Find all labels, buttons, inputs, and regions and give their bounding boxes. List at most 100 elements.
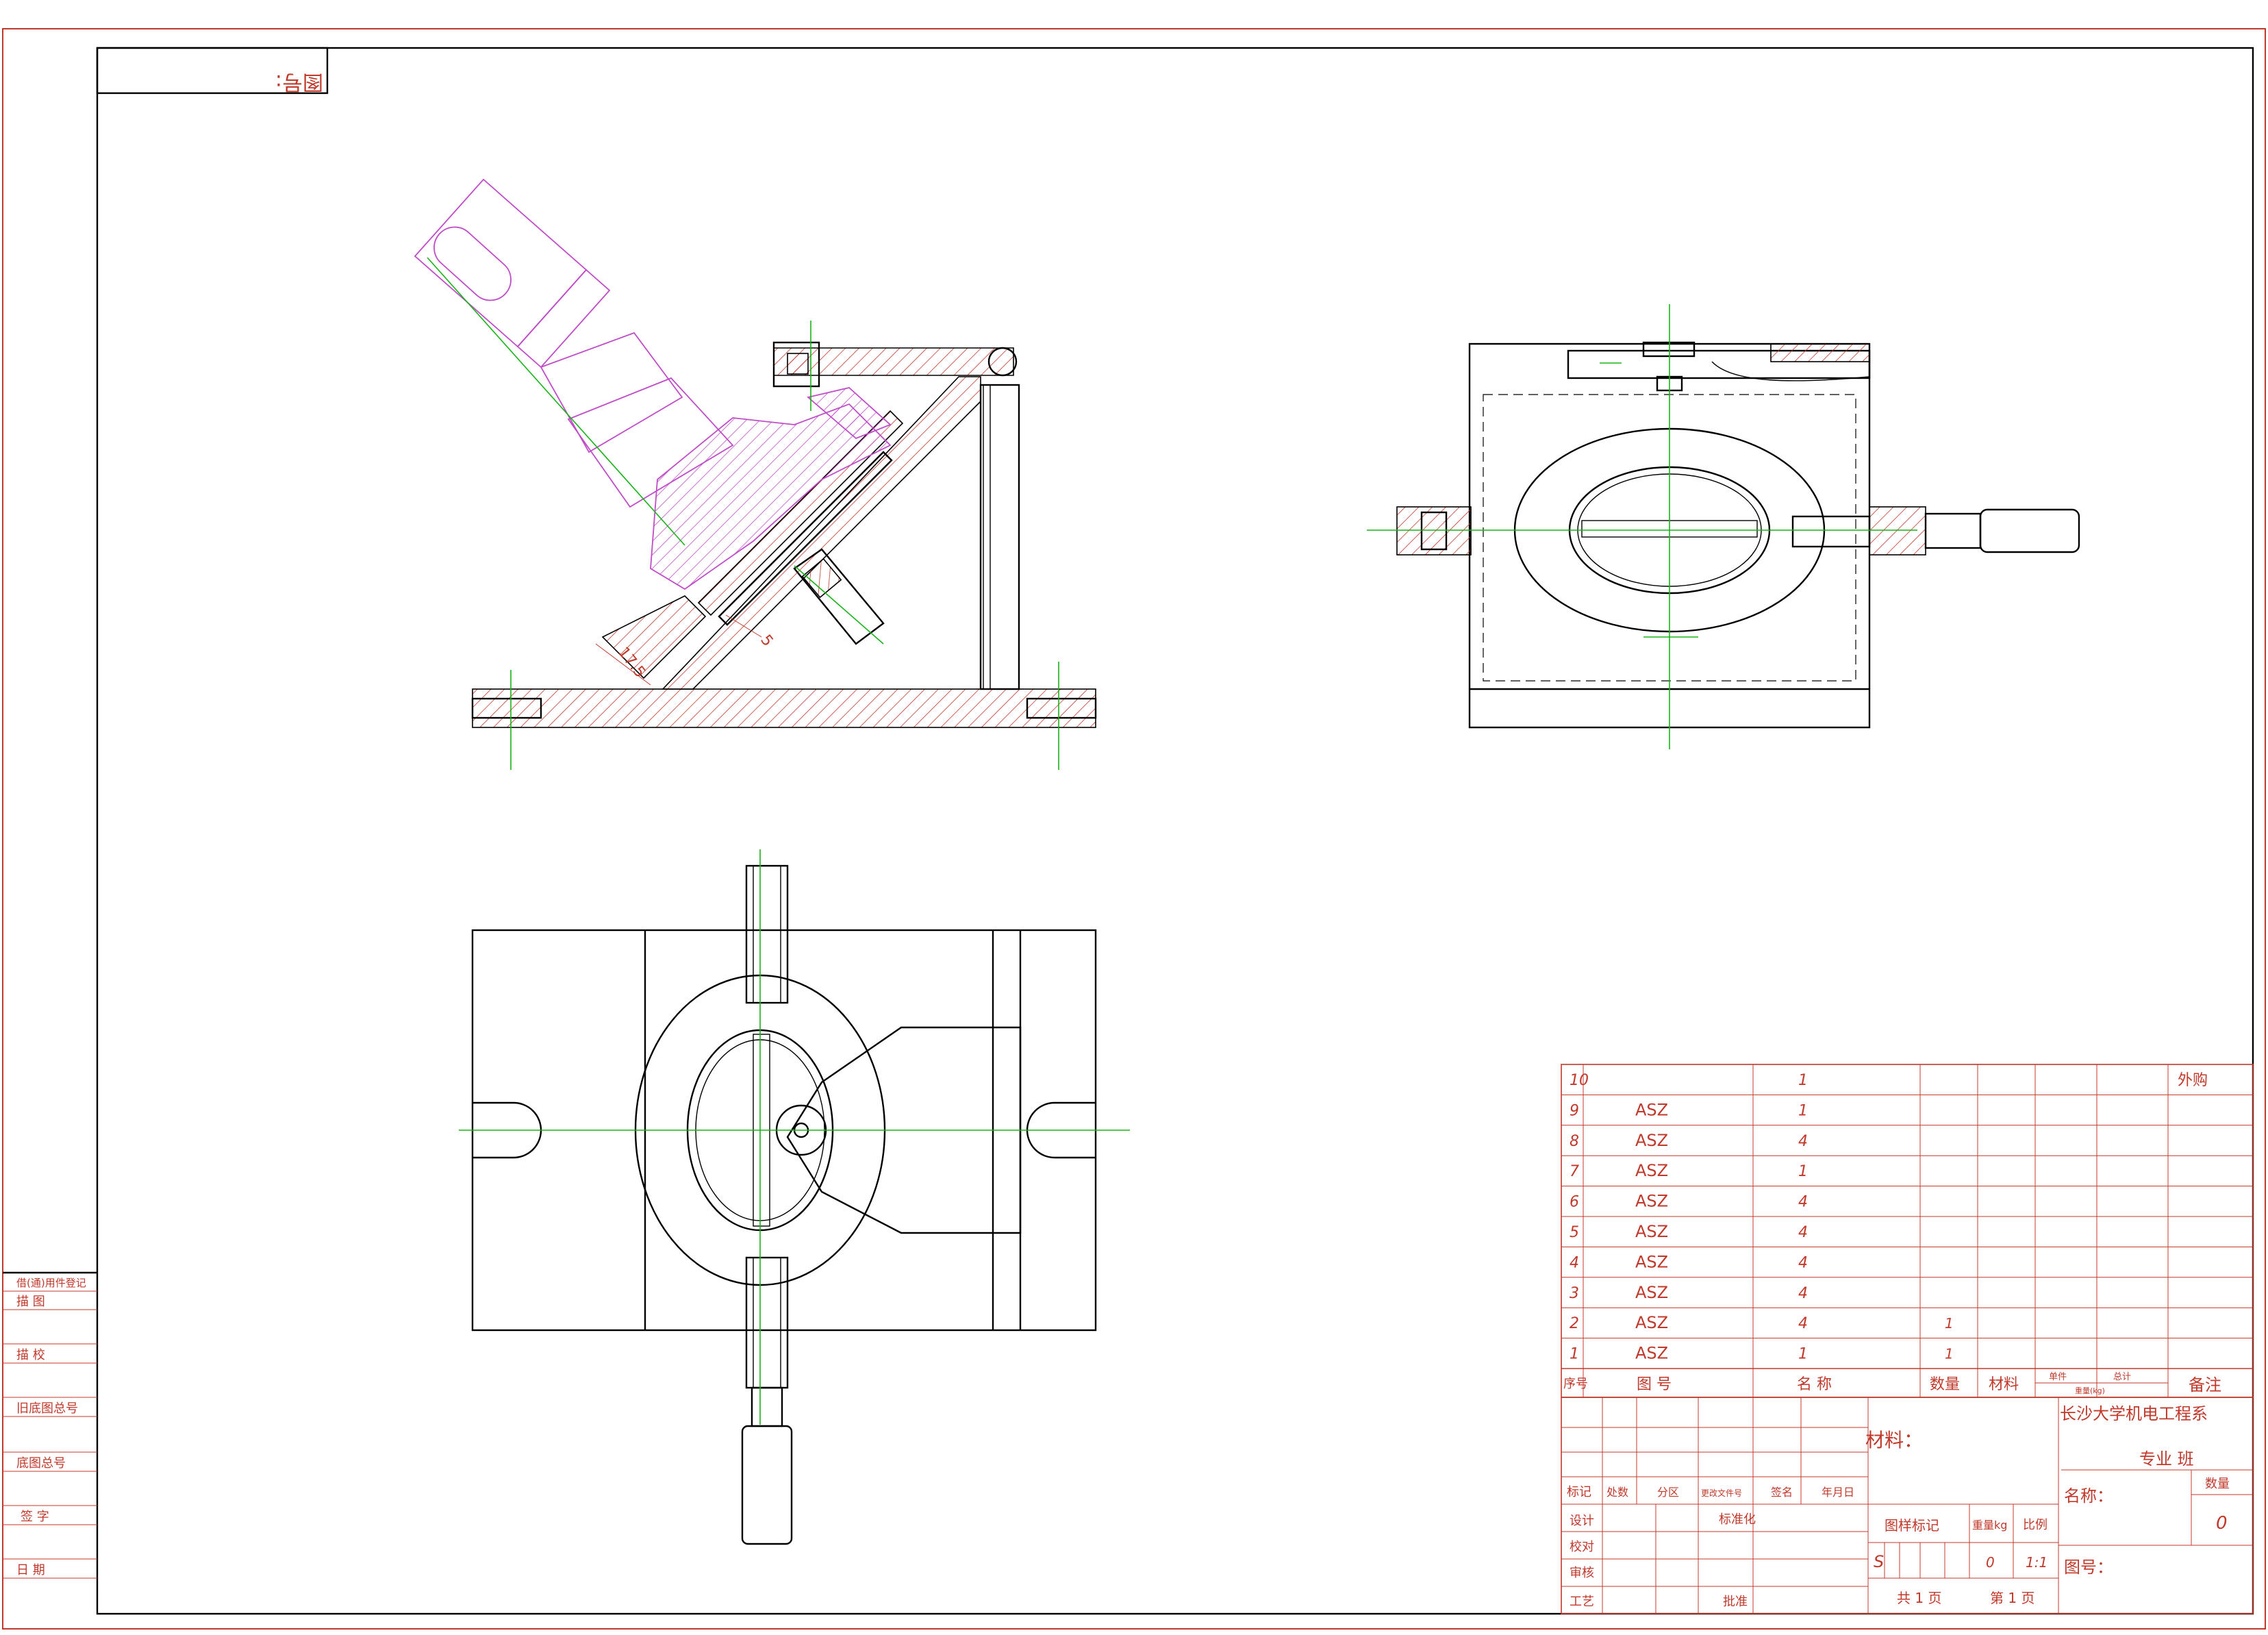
hdr-name: 名 称 [1797,1376,1832,1393]
top-clamp-lower [745,1256,789,1389]
parts-row-single: 1 [1945,1346,1954,1362]
drawing-no-label-rotated: 图号: [275,70,323,94]
title-drawing-no: 图号： [2064,1558,2113,1577]
outer-border [2,28,2266,1630]
parts-row-no: 6 [1570,1194,1579,1211]
clamp-block [601,595,707,679]
major-class: 专业 班 [2139,1449,2194,1469]
side-clamp-right [1869,506,1926,556]
top-clamp-upper [745,864,789,1004]
weight-value: 0 [1986,1554,1995,1571]
right-support [979,384,1020,690]
hdr-total: 总计 [2113,1372,2131,1382]
rev-hdr-4: 签名 [1771,1486,1793,1499]
top-arm [773,347,1014,376]
hdr-note: 备注 [2189,1375,2221,1395]
approval: 批准 [1723,1595,1748,1609]
parts-row-qty: 4 [1798,1254,1808,1271]
side-handle [1924,512,1982,549]
parts-row-no: 5 [1570,1224,1579,1241]
inner-frame [96,47,2254,1615]
pivot-pin [987,347,1018,377]
material-label: 材料： [1865,1429,1923,1451]
parts-row-code: ASZ [1635,1344,1668,1363]
rev-hdr-3: 更改文件号 [1701,1488,1742,1498]
parts-row-code: ASZ [1635,1313,1668,1332]
parts-row-qty: 4 [1798,1133,1808,1150]
parts-row-qty: 1 [1798,1102,1808,1119]
title-block: 标记 处数 分区 更改文件号 签名 年月日 设计 校对 审核 工艺 标准化 批准… [1561,1397,2254,1614]
hdr-weight: 重量(kg) [2075,1386,2105,1395]
parts-row-qty: 1 [1798,1346,1808,1363]
margin-label-2: 描 校 [16,1348,45,1362]
drawing-no-box [96,47,329,95]
front-view: 17.5 5 [414,178,1097,770]
role-design: 设计 [1570,1514,1594,1528]
parts-row-note: 外购 [2178,1072,2208,1089]
parts-row-qty: 4 [1798,1315,1808,1332]
total-sheets: 共 1 页 [1897,1590,1941,1606]
base-slot-right [1026,697,1097,719]
sheet-no: 第 1 页 [1990,1590,2034,1606]
clamp-screw-lower [793,548,885,645]
top-view [459,849,1130,1545]
parts-row-no: 9 [1570,1102,1579,1119]
parts-row-qty: 4 [1798,1194,1808,1211]
margin-label-5: 签 字 [21,1510,49,1524]
scale-label: 比例 [2023,1518,2048,1532]
parts-row-code: ASZ [1635,1222,1668,1241]
parts-row-no: 8 [1570,1133,1579,1150]
dim-5: 5 [757,632,776,649]
stage-label: 图样标记 [1885,1517,1939,1534]
quantity-value: 0 [2216,1513,2228,1534]
parts-row-code: ASZ [1635,1100,1668,1119]
parts-row-code: ASZ [1635,1131,1668,1150]
hdr-qty: 数量 [1930,1376,1960,1393]
school-name: 长沙大学机电工程系 [2060,1404,2208,1423]
parts-row-qty: 4 [1798,1224,1808,1241]
top-handle [741,1425,793,1545]
rev-hdr-1: 处数 [1606,1486,1628,1499]
parts-row-no: 1 [1570,1346,1579,1363]
hdr-no: 序号 [1563,1377,1588,1391]
left-margin-table: 借(通)用件登记 描 图 描 校 旧底图总号 底图总号 签 字 日 期 [3,1271,97,1579]
rev-hdr-0: 标记 [1567,1485,1591,1499]
weight-label: 重量kg [1972,1519,2007,1532]
standardization: 标准化 [1719,1512,1756,1527]
workpiece-shaft [414,178,892,590]
quantity-label: 数量 [2205,1477,2230,1491]
stage-value: S [1874,1552,1884,1571]
parts-row-code: ASZ [1635,1161,1668,1180]
parts-row-no: 7 [1570,1163,1579,1180]
base-slot-left [471,697,542,719]
parts-row-code: ASZ [1635,1252,1668,1271]
role-check: 校对 [1570,1540,1594,1554]
parts-row-no: 2 [1570,1315,1579,1332]
parts-row-single: 1 [1945,1315,1954,1332]
parts-row-qty: 1 [1798,1163,1808,1180]
parts-row-code: ASZ [1635,1283,1668,1302]
hdr-code: 图 号 [1637,1376,1672,1393]
rev-hdr-2: 分区 [1657,1486,1679,1499]
scale-value: 1:1 [2026,1554,2048,1571]
hdr-material: 材料 [1989,1376,2019,1393]
parts-row-qty: 4 [1798,1285,1808,1302]
hdr-single: 单件 [2049,1372,2067,1382]
base-plate [472,688,1096,728]
parts-row-code: ASZ [1635,1192,1668,1211]
side-view [1367,304,2080,749]
margin-label-0: 借(通)用件登记 [16,1277,86,1289]
inclined-plate [662,376,981,690]
margin-label-1: 描 图 [16,1295,45,1309]
margin-label-3: 旧底图总号 [16,1401,78,1416]
name-label: 名称： [2064,1486,2113,1506]
role-process: 工艺 [1570,1595,1594,1609]
parts-row-no: 3 [1570,1285,1579,1302]
side-clamp-left [1396,506,1472,556]
margin-label-4: 底图总号 [16,1456,66,1471]
parts-row-no: 10 [1570,1072,1589,1089]
role-review: 审核 [1570,1566,1594,1580]
